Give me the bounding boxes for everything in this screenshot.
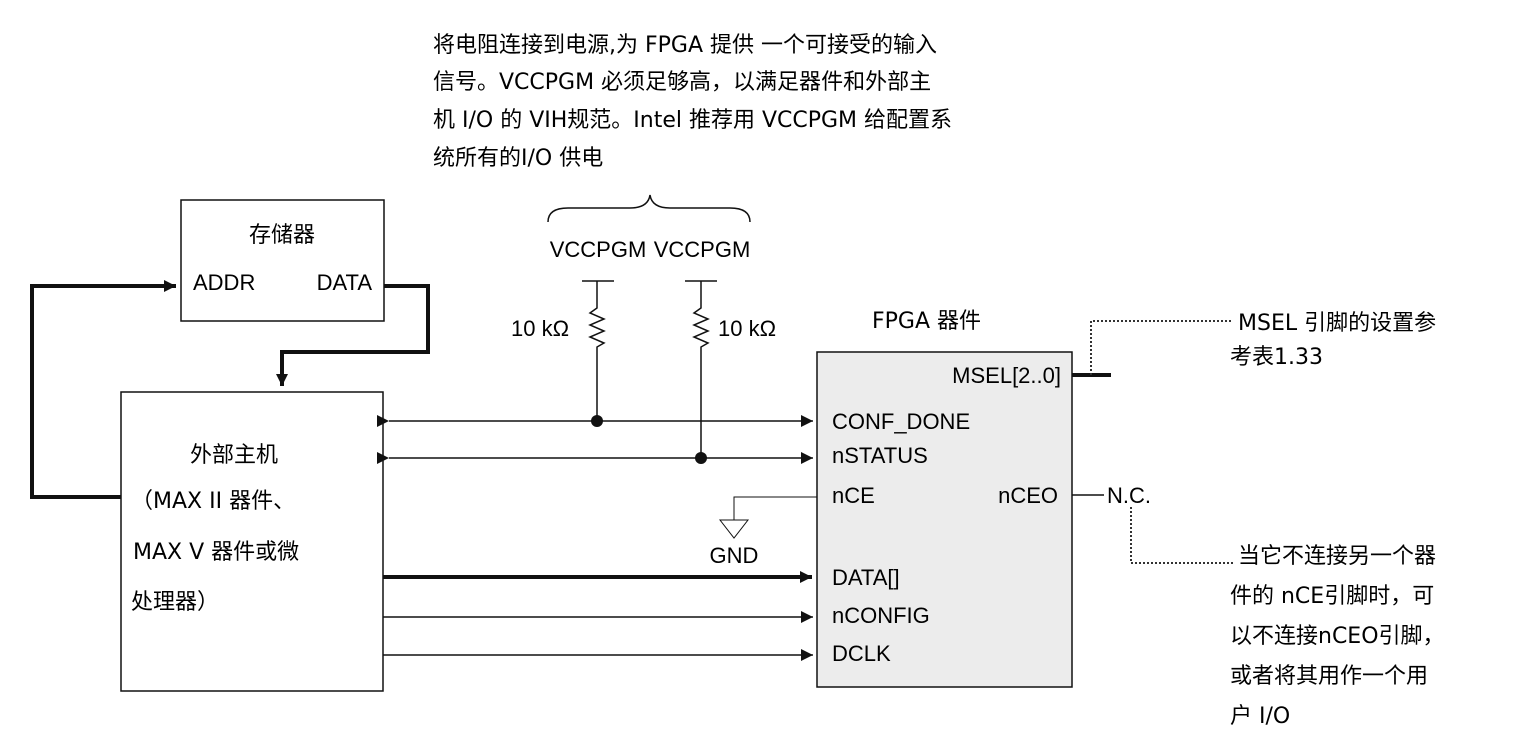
vccpgm-left-label: VCCPGM [550,237,647,262]
fpga-block [816,351,1073,688]
fpga-pin-data: DATA[] [832,565,900,590]
memory-title: 存储器 [249,223,315,248]
nceo-note-line-3: 以不连接nCEO引脚， [1230,624,1445,649]
fpga-pin-conf-done: CONF_DONE [832,409,970,434]
host-line-2: （MAX II 器件、 [131,489,295,514]
addr-bus [30,280,176,499]
top-note-line-4: 统所有的I/O 供电 [433,146,603,171]
resistor-left-value: 10 kΩ [511,316,569,341]
host-line-4: 处理器） [131,590,219,615]
msel-leader [1090,320,1233,375]
nc-label: N.C. [1107,483,1151,508]
vccpgm-right-label: VCCPGM [654,237,751,262]
host-block [120,391,384,692]
memory-data-pin: DATA [317,270,373,295]
mem-data-bus [276,284,430,386]
fpga-pin-dclk: DCLK [832,641,891,666]
memory-block [180,199,385,322]
nce-gnd-line [733,496,817,520]
nceo-leader [1130,507,1233,564]
nceo-note-line-2: 件的 nCE引脚时，可 [1230,584,1434,609]
nstatus-junction [695,452,707,464]
top-note-line-1: 将电阻连接到电源,为 FPGA 提供 一个可接受的输入 [433,33,937,58]
host-line-3: MAX V 器件或微 [133,540,299,565]
fpga-title: FPGA 器件 [872,309,981,334]
resistor-left [588,281,606,421]
msel-note-line-1: MSEL 引脚的设置参 [1238,311,1436,336]
nceo-note-line-1: 当它不连接另一个器 [1238,544,1436,569]
fpga-pin-nstatus: nSTATUS [832,443,928,468]
gnd-label: GND [710,543,759,568]
resistor-right [692,281,710,458]
host-line-1: 外部主机 [190,443,278,468]
fpga-pin-nce: nCE [832,483,875,508]
memory-addr-pin: ADDR [193,270,255,295]
msel-note-line-2: 考表1.33 [1230,345,1323,370]
supply-brace [547,194,751,223]
fpga-pin-nceo: nCEO [998,483,1058,508]
fpga-msel-pin: MSEL[2..0] [952,363,1061,388]
resistor-right-value: 10 kΩ [718,316,776,341]
top-note-line-3: 机 I/O 的 VIH规范。Intel 推荐用 VCCPGM 给配置系 [433,108,952,133]
gnd-symbol [718,519,750,539]
nceo-note-line-4: 或者将其用作一个用 [1230,664,1428,689]
top-note-line-2: 信号。VCCPGM 必须足够高，以满足器件和外部主 [433,70,931,95]
conf-done-junction [591,415,603,427]
nceo-note-line-5: 户 I/O [1230,704,1290,729]
fpga-pin-nconfig: nCONFIG [832,603,930,628]
